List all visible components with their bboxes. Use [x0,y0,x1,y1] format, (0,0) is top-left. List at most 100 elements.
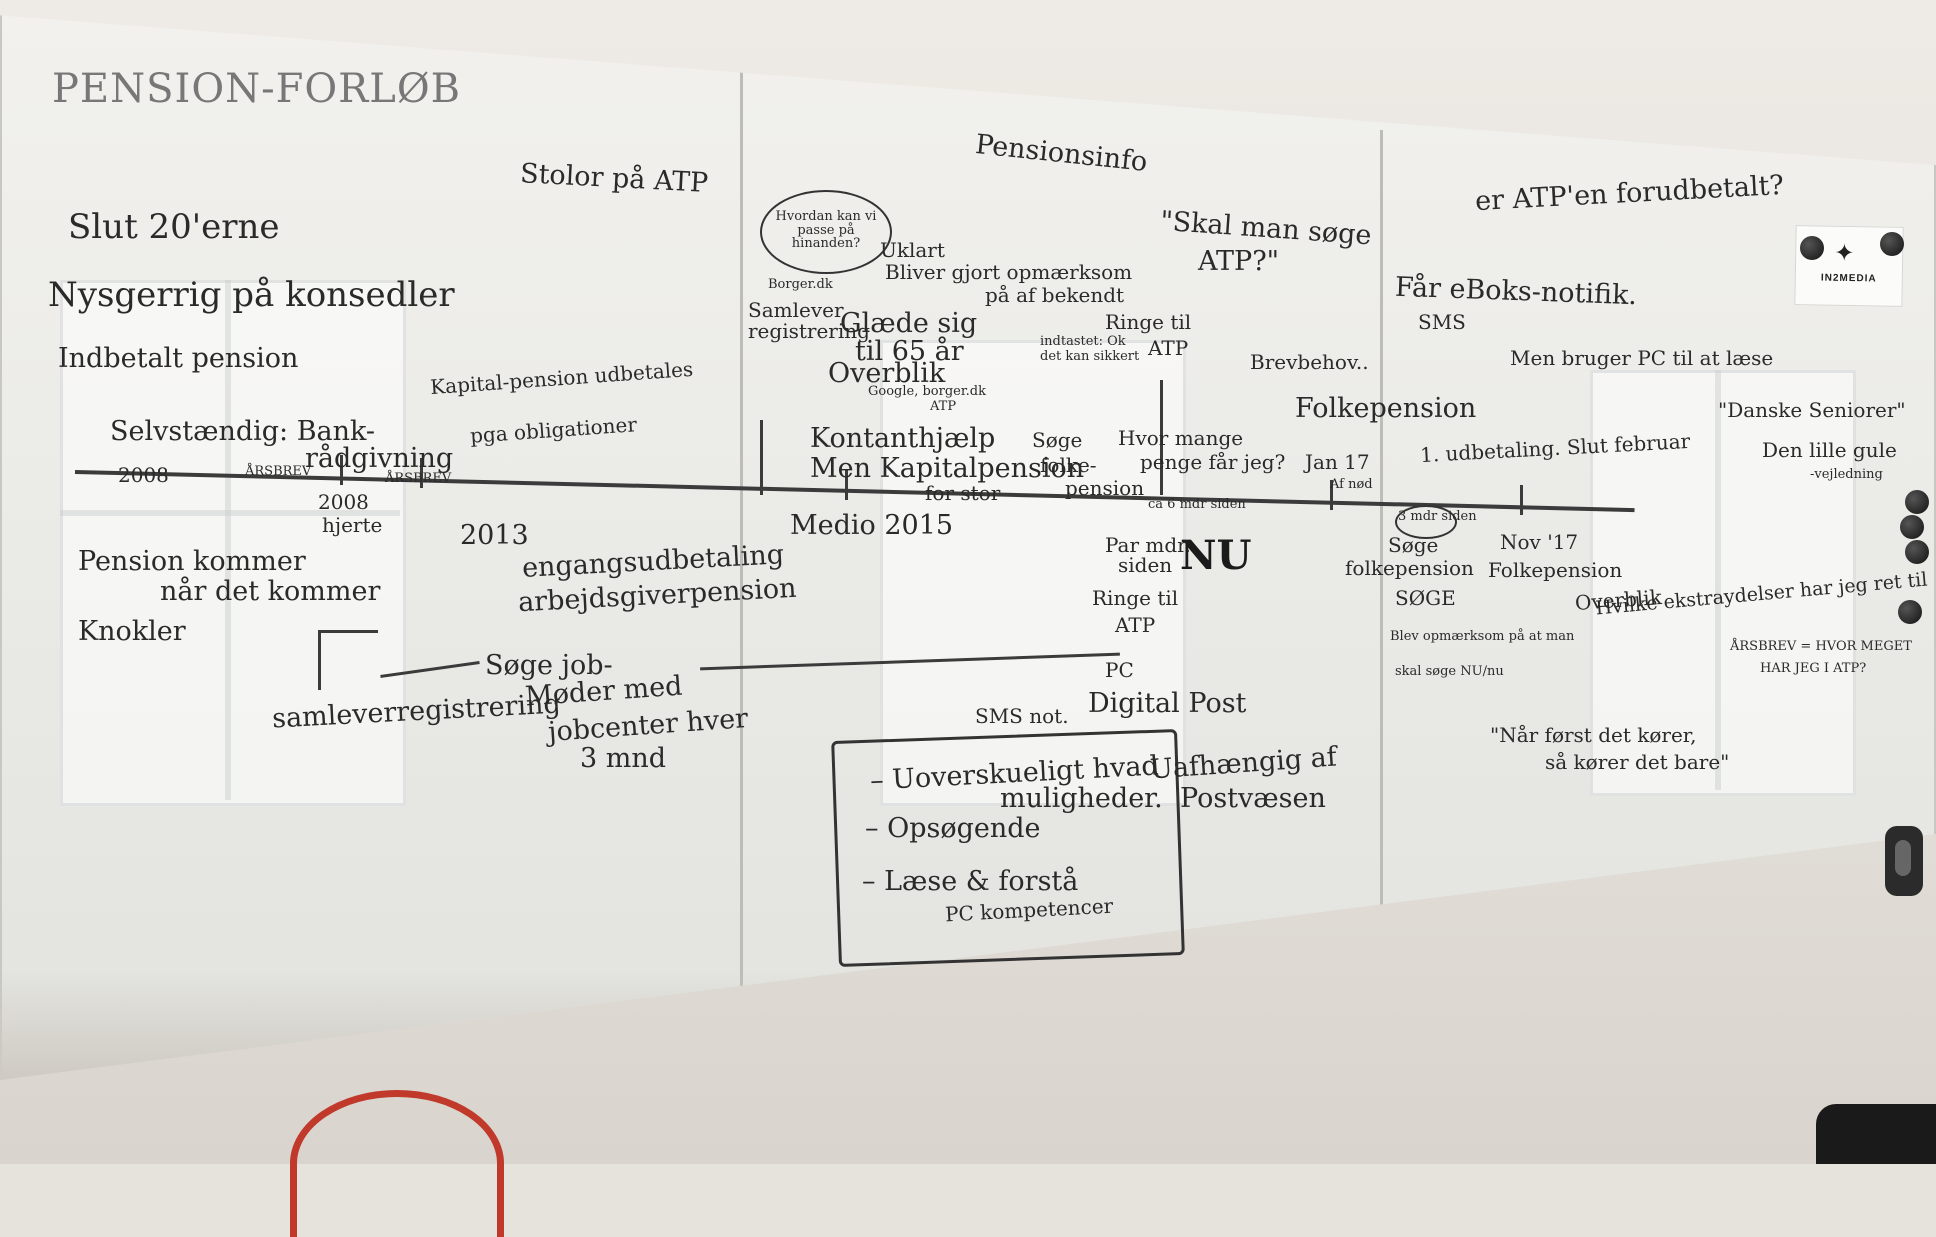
note-men-bruger-pc: Men bruger PC til at læse [1510,346,1774,370]
note-aarsbrev-hvor: ÅRSBREV = HVOR MEGET [1730,639,1912,654]
magnet [1905,540,1929,564]
panel-seam [740,70,743,1060]
timeline-tick [1520,485,1523,515]
note-muligheder: muligheder. [1000,783,1163,814]
small-bubble [1395,505,1457,539]
note-soege: Søge [1032,428,1083,452]
note-par-mdr: Par mdr. [1105,533,1191,557]
note-pension-kommer: Pension kommer [78,546,306,577]
note-for-stor: for stor [925,481,1001,505]
note-det-kan: det kan sikkert [1040,349,1140,364]
note-medio-2015: Medio 2015 [790,510,954,541]
note-skal-soege-nu: skal søge NU/nu [1395,664,1504,679]
timeline-tick [340,455,343,485]
note-brevbehov: Brevbehov.. [1250,350,1369,374]
window-reflection-bar [1715,370,1721,790]
note-penge-faar-jeg: penge får jeg? [1140,450,1286,474]
logo-text: IN2MEDIA [1820,272,1877,285]
magnetic-eraser [1885,826,1923,896]
bracket-line [318,630,378,633]
note-bubble-question: Hvordan kan vi passe på hinanden? [775,209,877,252]
note-kontanthjaelp: Kontanthjælp [810,423,996,454]
note-paa-af-bekendt: på af bekendt [985,283,1125,307]
note-indbetalt: Indbetalt pension [58,343,299,374]
note-atp-small: ATP [930,399,957,414]
note-aarsbrev: ÅRSBREV [245,464,312,479]
panel-seam [1380,130,1383,1030]
note-folke: folke- [1040,453,1097,477]
note-uklart: Uklart [880,238,945,262]
note-year-2013: 2013 [460,520,529,551]
magnet [1800,236,1824,260]
note-slut-20erne: Slut 20'erne [68,207,280,247]
note-folkepension: Folkepension [1295,393,1477,424]
note-siden: siden [1118,553,1173,577]
note-tre-mnd: 3 mnd [580,743,667,774]
note-atp-word-2: ATP [1115,613,1156,637]
note-glaede-sig: Glæde sig [840,308,978,339]
window-reflection-middle [880,340,1186,806]
note-hjerte: hjerte [322,513,383,537]
window-reflection-left [60,280,406,806]
note-pension: pension [1065,476,1145,500]
note-tre-mdr-siden: 3 mdr siden [1398,509,1477,524]
note-saa-koerer: så kører det bare" [1545,750,1730,774]
note-soege-caps: SØGE [1395,586,1456,610]
magnet [1880,232,1904,256]
note-nov-17: Nov '17 [1500,530,1579,554]
note-digital-post: Digital Post [1088,688,1247,719]
magnet [1905,490,1929,514]
timeline-tick [760,420,763,495]
timeline-tick [420,458,423,488]
note-ringe-til: Ringe til [1105,310,1192,334]
note-atp-word: ATP [1148,336,1189,360]
bracket-line [318,630,321,690]
timeline-tick [1330,480,1333,510]
note-ca-6-mdr: ca 6 mdr siden [1148,497,1246,512]
note-ringe-til-2: Ringe til [1092,586,1179,610]
window-reflection-right [1590,370,1856,796]
note-atp-quote: ATP?" [1198,246,1280,277]
note-naar-det-kommer: når det kommer [160,576,381,607]
note-aarsbrev-2: ÅRSBREV [385,471,452,486]
note-af-nod: Af nød [1330,477,1373,492]
note-selvstaendig: Selvstændig: Bank- [110,416,376,447]
window-reflection-bar [225,280,231,800]
note-blev-opmaerksom: Blev opmærksom på at man [1390,629,1575,644]
note-hvor-mange: Hvor mange [1118,426,1244,450]
speech-bubble [760,190,892,274]
note-overblik: Overblik [828,358,946,389]
note-year-2008: 2008 [118,463,169,487]
note-indtastet: indtastet: Ok [1040,334,1126,349]
timeline-tick [845,470,848,500]
note-folkepension-2: Folkepension [1488,558,1623,582]
note-samlever-registrering: Samlever registrering [748,298,870,343]
magnet [1900,515,1924,539]
note-naar-foerst: "Når først det kører, [1490,723,1697,747]
note-jan-17: Jan 17 [1305,450,1370,474]
note-soege-folkepension-b: folkepension [1345,556,1474,580]
now-marker: NU [1180,532,1252,579]
window-reflection-bar [60,510,400,516]
note-soege-job: Søge job- [485,650,613,681]
note-har-jeg: HAR JEG I ATP? [1760,661,1867,676]
note-sms: SMS [1418,310,1466,334]
board-title: PENSION-FORLØB [52,66,462,112]
note-raadgivning: rådgivning [305,443,454,474]
magnet [1898,600,1922,624]
note-men-kapital: Men Kapitalpension [810,453,1085,484]
note-google: Google, borger.dk [868,384,986,399]
note-danske-seniorer: "Danske Seniorer" [1718,398,1906,422]
chair [1816,1104,1936,1164]
note-postvaesenet: Postvæsen [1180,783,1326,814]
note-sms-not: SMS not. [975,704,1069,728]
note-knokler: Knokler [78,616,186,647]
note-year-2008-hjerte: 2008 [318,490,369,514]
timeline-tick [1160,380,1163,495]
note-nysgerrig: Nysgerrig på konsedler [48,275,455,315]
note-til-65: til 65 år [855,336,964,367]
note-vejledning: -vejledning [1810,467,1883,482]
note-den-lille-gule: Den lille gule [1762,438,1897,462]
note-opsoegende: – Opsøgende [865,813,1041,844]
note-bliver-gjort: Bliver gjort opmærksom [885,260,1133,284]
